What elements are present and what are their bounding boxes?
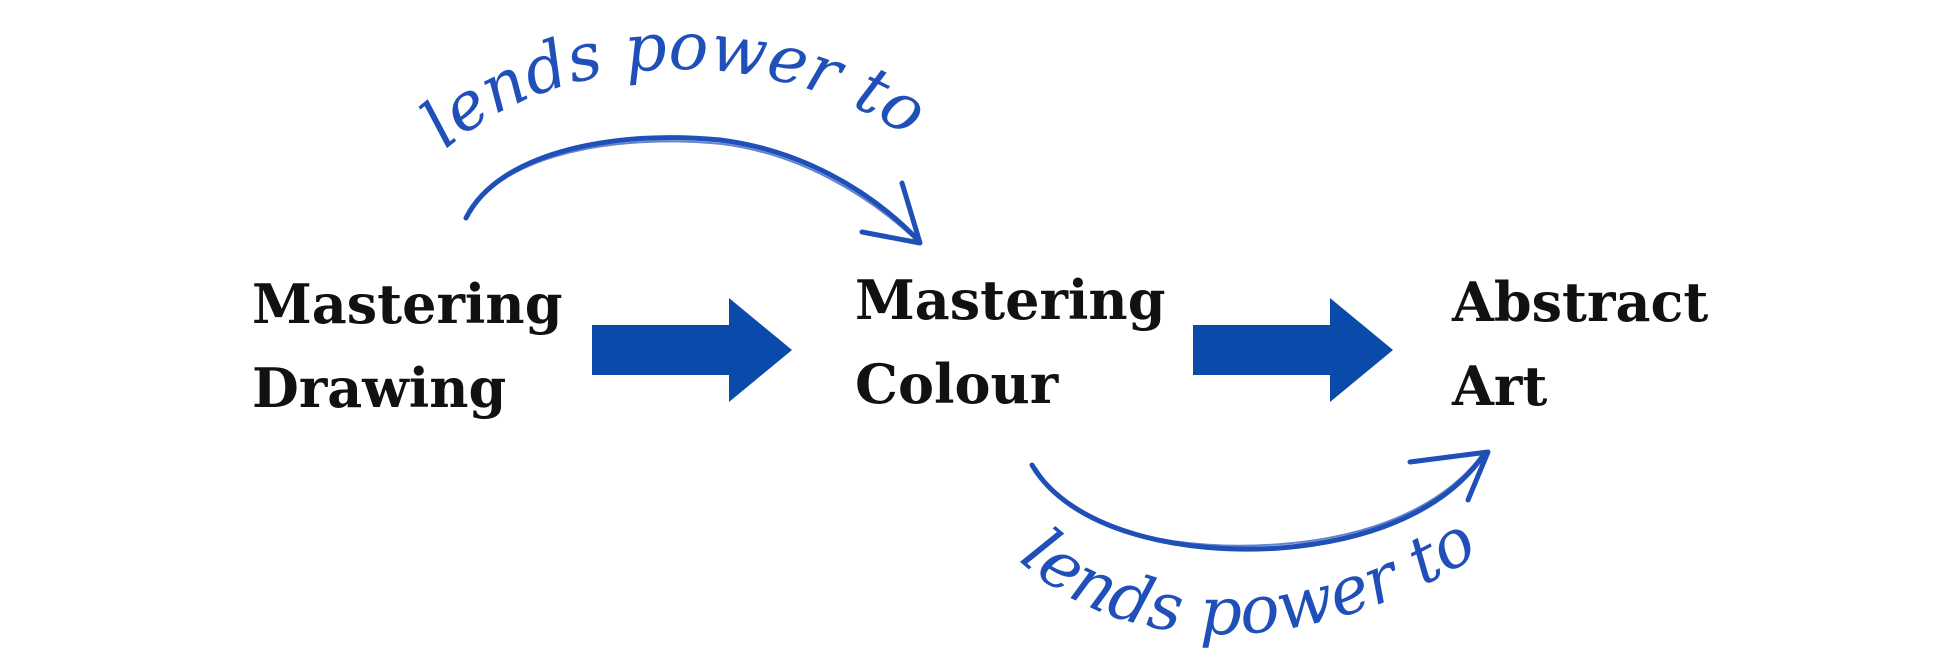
arrowhead-icon xyxy=(1407,449,1491,503)
curve-line xyxy=(463,135,921,243)
node-label-line: Mastering xyxy=(252,272,563,336)
bottom-curved-arrow-icon xyxy=(1029,449,1491,552)
arrowhead-icon xyxy=(859,180,923,246)
curve-line-texture xyxy=(1035,455,1482,547)
edge-label-bottom-path: lends power to xyxy=(1008,501,1489,650)
node-abstract-art: Abstract Art xyxy=(1452,260,1708,428)
node-label-line: Colour xyxy=(855,352,1059,416)
edge-label-bottom: lends power to xyxy=(1008,501,1489,650)
node-label-line: Drawing xyxy=(252,356,507,420)
block-arrow-right-icon xyxy=(592,298,792,402)
curve-line-texture xyxy=(468,140,915,239)
node-mastering-colour: Mastering Colour xyxy=(855,258,1165,426)
node-mastering-drawing: Mastering Drawing xyxy=(252,262,562,430)
node-label-line: Art xyxy=(1452,354,1548,418)
node-label-line: Mastering xyxy=(855,268,1166,332)
arrow-shape xyxy=(1193,298,1393,402)
top-curved-arrow-icon xyxy=(463,135,923,246)
node-label-line: Abstract xyxy=(1452,270,1709,334)
block-arrow-right-icon xyxy=(1193,298,1393,402)
arrow-shape xyxy=(592,298,792,402)
